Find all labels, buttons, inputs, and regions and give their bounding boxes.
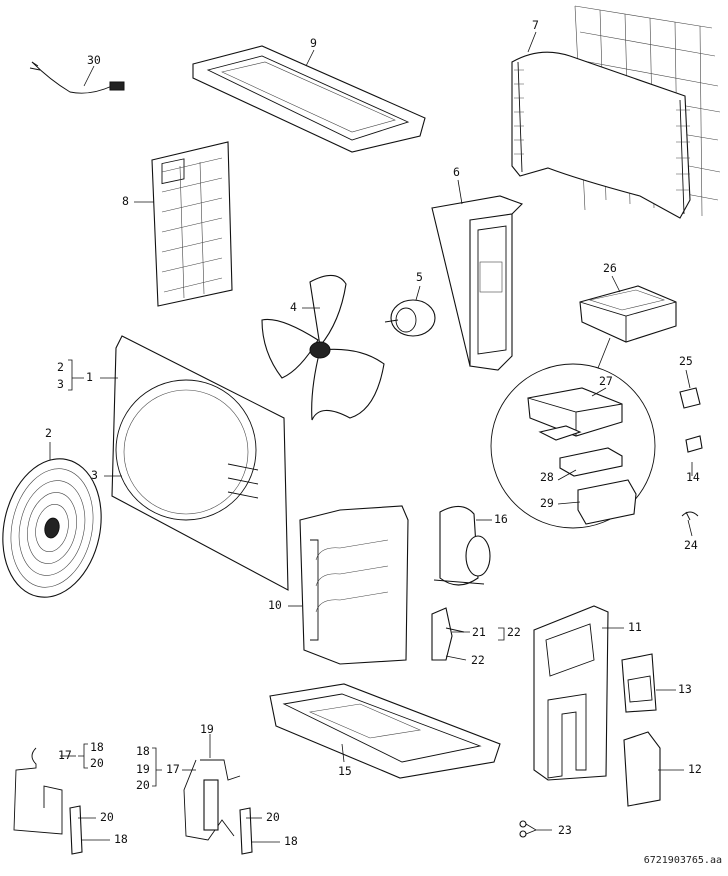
control-box-part-26 xyxy=(579,285,677,343)
coil-part-7 xyxy=(511,5,721,219)
small-parts-25-14-24 xyxy=(679,387,703,521)
label-18-center: 18 xyxy=(284,834,298,848)
front-panel-part-1 xyxy=(111,335,289,591)
label-7: 7 xyxy=(532,18,539,32)
top-cover-part-9 xyxy=(192,45,426,153)
label-5: 5 xyxy=(416,270,423,284)
label-21: 21 xyxy=(472,625,486,639)
label-20-bracket-left: 20 xyxy=(90,756,104,770)
label-23: 23 xyxy=(558,823,572,837)
side-panel-part-11 xyxy=(533,605,609,781)
leader-lines xyxy=(49,31,693,843)
label-28: 28 xyxy=(540,470,554,484)
cable-part-30 xyxy=(29,61,125,94)
label-25: 25 xyxy=(679,354,693,368)
label-8: 8 xyxy=(122,194,129,208)
label-13: 13 xyxy=(678,682,692,696)
side-grille-part-8 xyxy=(151,141,233,307)
fan-motor-part-5 xyxy=(384,299,436,337)
fan-blade-part-4 xyxy=(261,274,385,421)
label-18-left: 18 xyxy=(114,832,128,846)
label-16: 16 xyxy=(494,512,508,526)
label-18-bracket-center: 18 xyxy=(136,744,150,758)
label-17-left: 17 xyxy=(58,748,72,762)
label-30: 30 xyxy=(87,53,101,67)
label-3: 3 xyxy=(91,468,98,482)
label-11: 11 xyxy=(628,620,642,634)
screws-part-23 xyxy=(519,820,527,838)
label-27: 27 xyxy=(599,374,613,388)
label-10: 10 xyxy=(268,598,282,612)
label-15: 15 xyxy=(338,764,352,778)
label-20-center: 20 xyxy=(266,810,280,824)
label-4: 4 xyxy=(290,300,297,314)
label-3-bracket: 3 xyxy=(57,377,64,391)
pipe-assembly-center xyxy=(183,759,253,855)
label-2: 2 xyxy=(45,426,52,440)
label-6: 6 xyxy=(453,165,460,179)
label-29: 29 xyxy=(540,496,554,510)
label-22: 22 xyxy=(471,653,485,667)
label-2-bracket: 2 xyxy=(57,360,64,374)
pipe-assembly-left xyxy=(13,747,83,855)
detail-circle xyxy=(490,337,656,529)
document-id: 6721903765.aa xyxy=(643,855,722,866)
cover-part-13 xyxy=(621,653,657,713)
label-22-bracket: 22 xyxy=(507,625,521,639)
partition-part-10 xyxy=(299,505,409,665)
fan-guard-part-2 xyxy=(2,458,102,598)
label-9: 9 xyxy=(310,36,317,50)
base-pan-part-15 xyxy=(269,683,501,779)
motor-bracket-part-6 xyxy=(431,195,523,371)
label-20-left: 20 xyxy=(100,810,114,824)
label-19-bracket-center: 19 xyxy=(136,762,150,776)
label-1: 1 xyxy=(86,370,93,384)
label-19-top: 19 xyxy=(200,722,214,736)
label-20-bracket-center: 20 xyxy=(136,778,150,792)
compressor-part-16 xyxy=(433,505,491,586)
label-brackets xyxy=(68,359,505,787)
label-26: 26 xyxy=(603,261,617,275)
label-17-center: 17 xyxy=(166,762,180,776)
valve-part-21-22 xyxy=(431,607,465,661)
label-18-bracket-left: 18 xyxy=(90,740,104,754)
label-14: 14 xyxy=(686,470,700,484)
label-24: 24 xyxy=(684,538,698,552)
valve-cover-part-12 xyxy=(623,731,661,807)
label-12: 12 xyxy=(688,762,702,776)
